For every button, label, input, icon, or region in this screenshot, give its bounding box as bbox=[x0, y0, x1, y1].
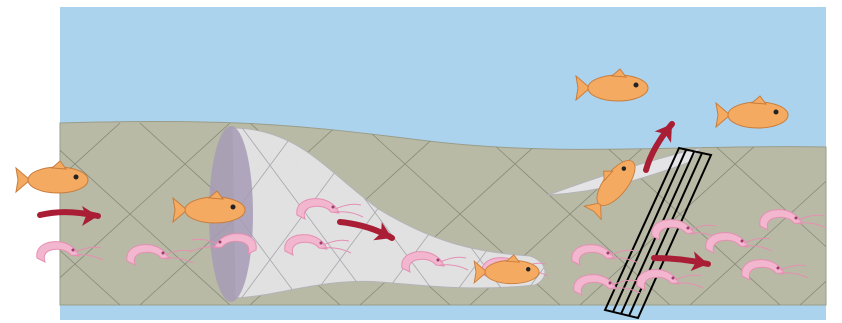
diagram-canvas bbox=[0, 0, 842, 323]
trawl-net-diagram bbox=[0, 0, 842, 323]
